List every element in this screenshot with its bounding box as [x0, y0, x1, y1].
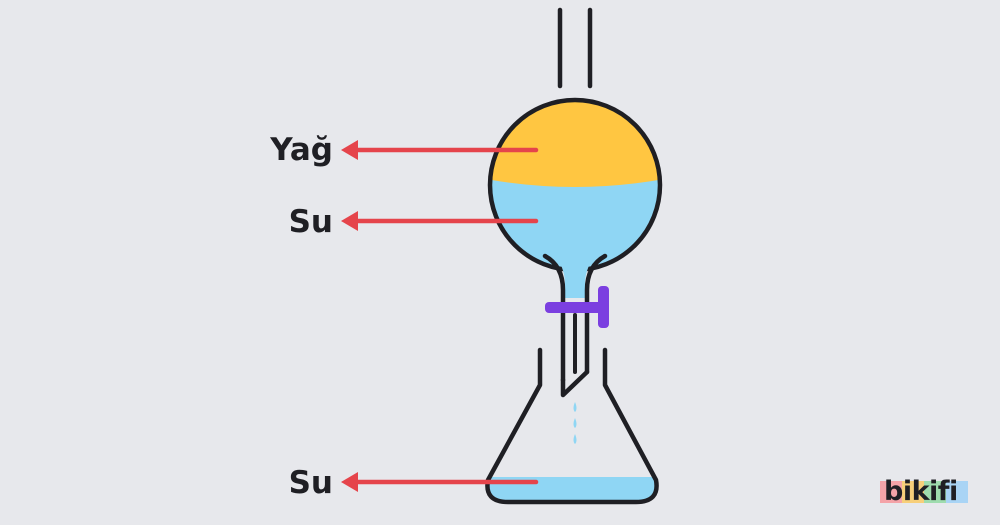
bikifi-logo: bikifi [880, 476, 968, 507]
arrow-water-funnel [341, 211, 539, 231]
logo-text: bikifi [884, 476, 958, 507]
stopcock-valve [545, 286, 609, 328]
funnel-neck [542, 253, 608, 398]
arrow-oil [341, 140, 539, 160]
label-oil: Yağ [269, 132, 333, 168]
water-droplets [573, 402, 577, 444]
label-water-flask: Su [289, 465, 333, 501]
funnel-neck-water [548, 250, 603, 298]
erlenmeyer-flask [485, 347, 659, 505]
label-water-funnel: Su [289, 204, 333, 240]
arrow-water-flask [341, 472, 539, 492]
funnel-top-stem [557, 7, 593, 89]
